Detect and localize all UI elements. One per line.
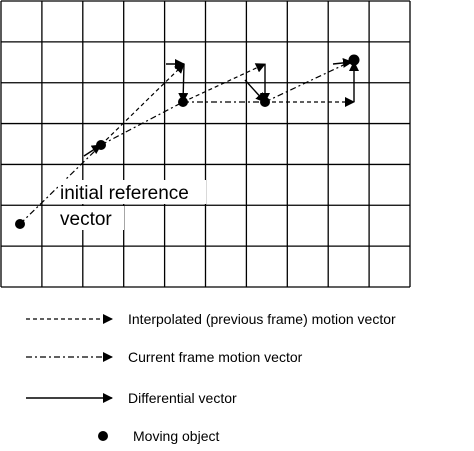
legend-item-differential: Differential vector <box>26 390 237 406</box>
moving-object-2 <box>96 140 106 150</box>
legend-label-current-frame: Current frame motion vector <box>128 349 303 365</box>
grid <box>0 0 411 288</box>
legend-label-differential: Differential vector <box>128 390 237 406</box>
interpolated-vector-1 <box>100 63 185 146</box>
moving-object-3 <box>178 97 188 107</box>
moving-object-4 <box>260 97 270 107</box>
moving-object-5 <box>348 54 360 66</box>
legend-item-current-frame: Current frame motion vector <box>26 349 303 365</box>
annotation: initial reference vector <box>58 180 206 230</box>
current-frame-vector-2 <box>100 101 184 146</box>
current-frame-vector-4 <box>264 59 355 103</box>
annotation-line-2: vector <box>60 209 112 230</box>
differential-vector-7 <box>332 57 353 68</box>
motion-vectors <box>15 54 360 229</box>
legend: Interpolated (previous frame) motion vec… <box>26 311 396 444</box>
legend-item-interpolated: Interpolated (previous frame) motion vec… <box>26 311 396 327</box>
legend-label-interpolated: Interpolated (previous frame) motion vec… <box>128 311 396 327</box>
annotation-line-1: initial reference <box>60 183 189 204</box>
legend-item-moving-object: Moving object <box>98 428 219 444</box>
interpolated-vector-2 <box>182 63 266 103</box>
moving-object-1 <box>15 219 25 229</box>
legend-dot <box>98 431 108 441</box>
differential-vector-3 <box>178 63 189 103</box>
legend-label-moving-object: Moving object <box>133 428 219 444</box>
